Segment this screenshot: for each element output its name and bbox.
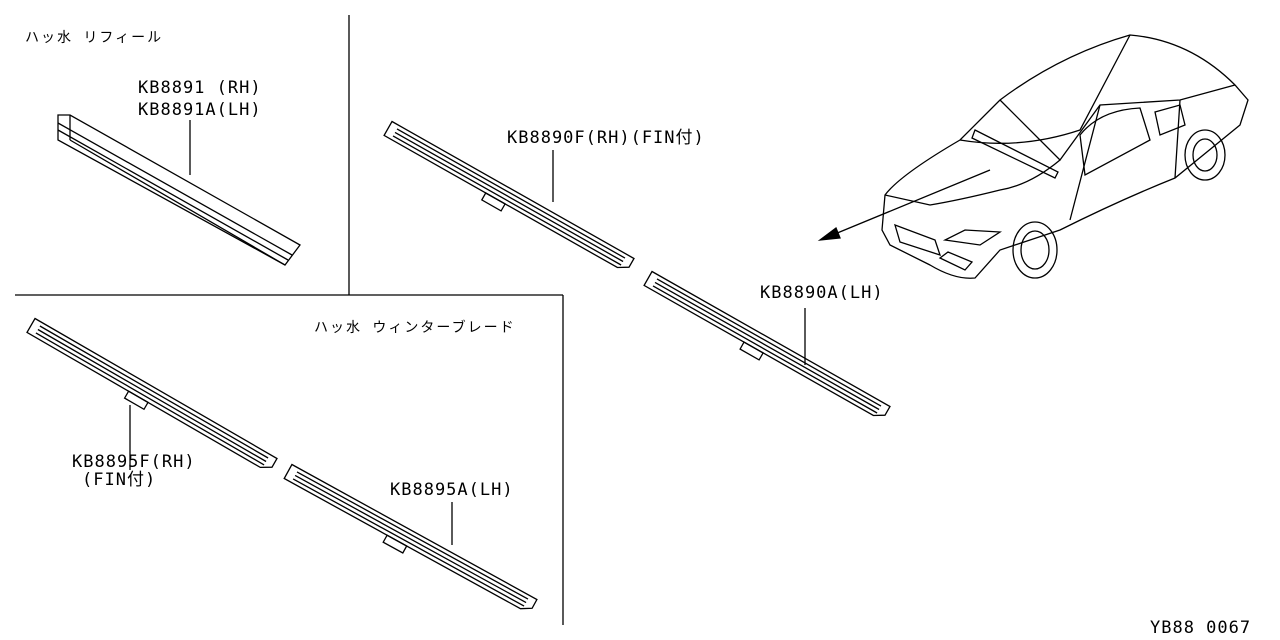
diagram-code: YB88 0067 — [1150, 618, 1252, 638]
part-number-kb8895f: KB8895F(RH) — [72, 452, 196, 472]
winter-section-title: ハッ水 ウィンターブレード — [314, 320, 516, 336]
leader-lines — [129, 150, 806, 545]
blade-kb8890f — [383, 120, 635, 269]
part-number-kb8891: KB8891 (RH) — [138, 78, 262, 98]
part-note-fin: (FIN付) — [82, 470, 157, 490]
car-illustration — [881, 34, 1249, 279]
blade-kb8895a — [283, 463, 538, 610]
refill-strip — [57, 114, 301, 266]
blade-kb8895f — [26, 317, 278, 469]
arrow — [817, 169, 991, 241]
part-number-kb8891a: KB8891A(LH) — [138, 100, 262, 120]
blade-kb8890a — [643, 270, 891, 417]
wiper-blades — [26, 120, 891, 610]
part-number-kb8895a: KB8895A(LH) — [390, 480, 514, 500]
refill-section-title: ハッ水 リフィール — [25, 30, 164, 46]
part-number-kb8890a: KB8890A(LH) — [760, 283, 884, 303]
part-number-kb8890f: KB8890F(RH)(FIN付) — [507, 128, 705, 148]
section-frames — [15, 15, 564, 625]
